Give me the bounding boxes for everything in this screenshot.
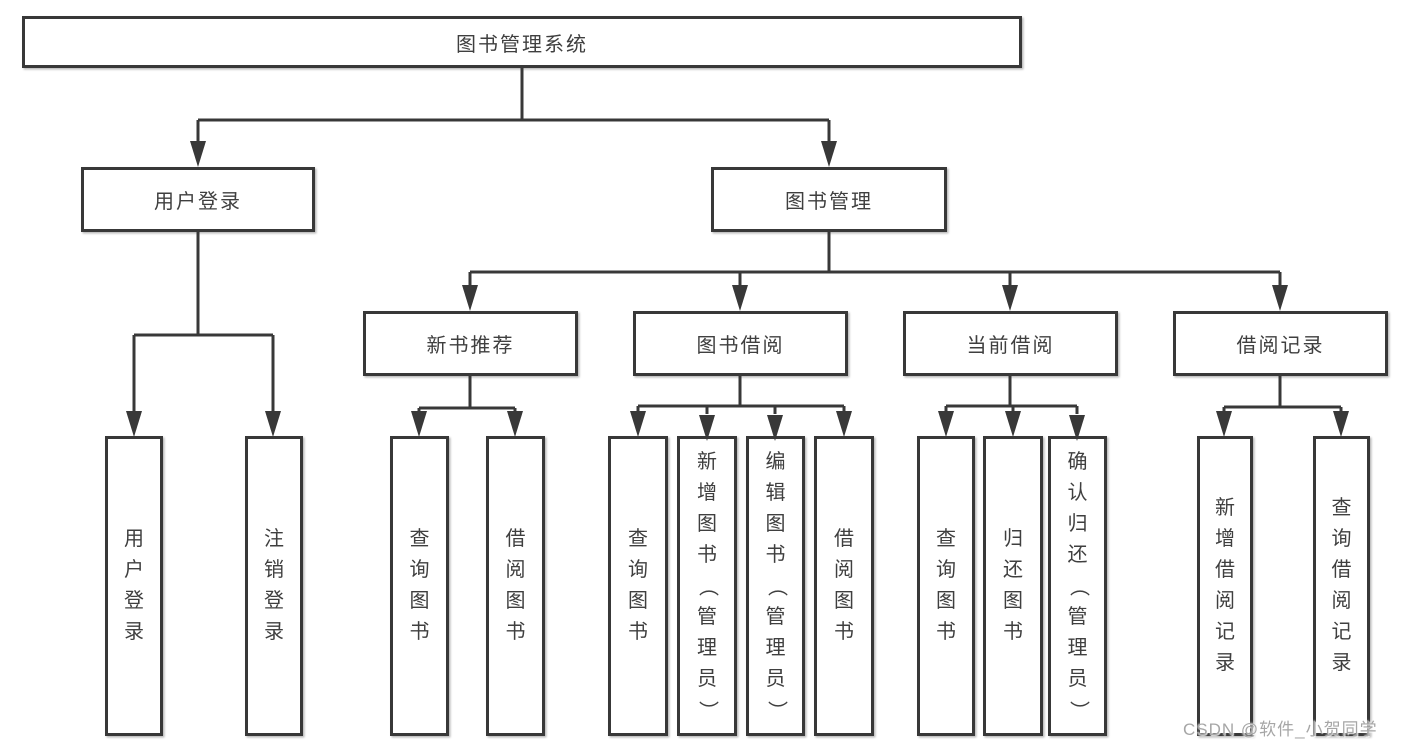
leaf-query-borrow-record-label: 查询借阅记录	[1331, 497, 1352, 674]
leaf-return-book-label: 归还图书	[1003, 528, 1023, 643]
leaf-borrow-query-book: 查询图书	[608, 436, 668, 736]
leaf-return-book: 归还图书	[983, 436, 1043, 736]
leaf-add-book-admin-label: 新增图书（管理员）	[696, 450, 719, 721]
leaf-confirm-return-admin: 确认归还（管理员）	[1048, 436, 1107, 736]
node-root: 图书管理系统	[22, 16, 1022, 68]
node-book-management: 图书管理	[711, 167, 947, 232]
leaf-edit-book-admin-label: 编辑图书（管理员）	[765, 450, 787, 721]
leaf-borrow-book-label: 借阅图书	[834, 528, 854, 643]
leaf-recommend-borrow-book-label: 借阅图书	[505, 528, 526, 643]
leaf-borrow-query-book-label: 查询图书	[628, 528, 648, 643]
leaf-user-login-label: 用户登录	[124, 528, 144, 643]
leaf-confirm-return-admin-label: 确认归还（管理员）	[1067, 450, 1089, 721]
leaf-add-borrow-record: 新增借阅记录	[1197, 436, 1253, 736]
node-book-borrow: 图书借阅	[633, 311, 848, 376]
leaf-recommend-query-book-label: 查询图书	[409, 528, 430, 643]
node-user-login-label: 用户登录	[154, 191, 242, 213]
node-borrow-record-label: 借阅记录	[1236, 335, 1325, 357]
node-book-management-label: 图书管理	[785, 191, 873, 213]
node-borrow-record: 借阅记录	[1173, 311, 1388, 376]
node-book-borrow-label: 图书借阅	[696, 335, 785, 357]
node-new-book-recommend-label: 新书推荐	[426, 335, 515, 357]
csdn-watermark: CSDN @软件_小贺同学	[1183, 720, 1378, 739]
leaf-current-query-book-label: 查询图书	[936, 528, 956, 643]
leaf-logout: 注销登录	[245, 436, 303, 736]
leaf-recommend-borrow-book: 借阅图书	[486, 436, 545, 736]
leaf-logout-label: 注销登录	[264, 528, 284, 643]
leaf-recommend-query-book: 查询图书	[390, 436, 449, 736]
leaf-query-borrow-record: 查询借阅记录	[1313, 436, 1370, 736]
node-root-label: 图书管理系统	[456, 33, 588, 56]
leaf-add-borrow-record-label: 新增借阅记录	[1215, 497, 1235, 674]
leaf-edit-book-admin: 编辑图书（管理员）	[746, 436, 805, 736]
node-current-borrow: 当前借阅	[903, 311, 1118, 376]
leaf-user-login: 用户登录	[105, 436, 163, 736]
node-user-login: 用户登录	[81, 167, 315, 232]
leaf-borrow-book: 借阅图书	[814, 436, 874, 736]
leaf-current-query-book: 查询图书	[917, 436, 975, 736]
node-new-book-recommend: 新书推荐	[363, 311, 578, 376]
leaf-add-book-admin: 新增图书（管理员）	[677, 436, 737, 736]
node-current-borrow-label: 当前借阅	[966, 335, 1055, 357]
